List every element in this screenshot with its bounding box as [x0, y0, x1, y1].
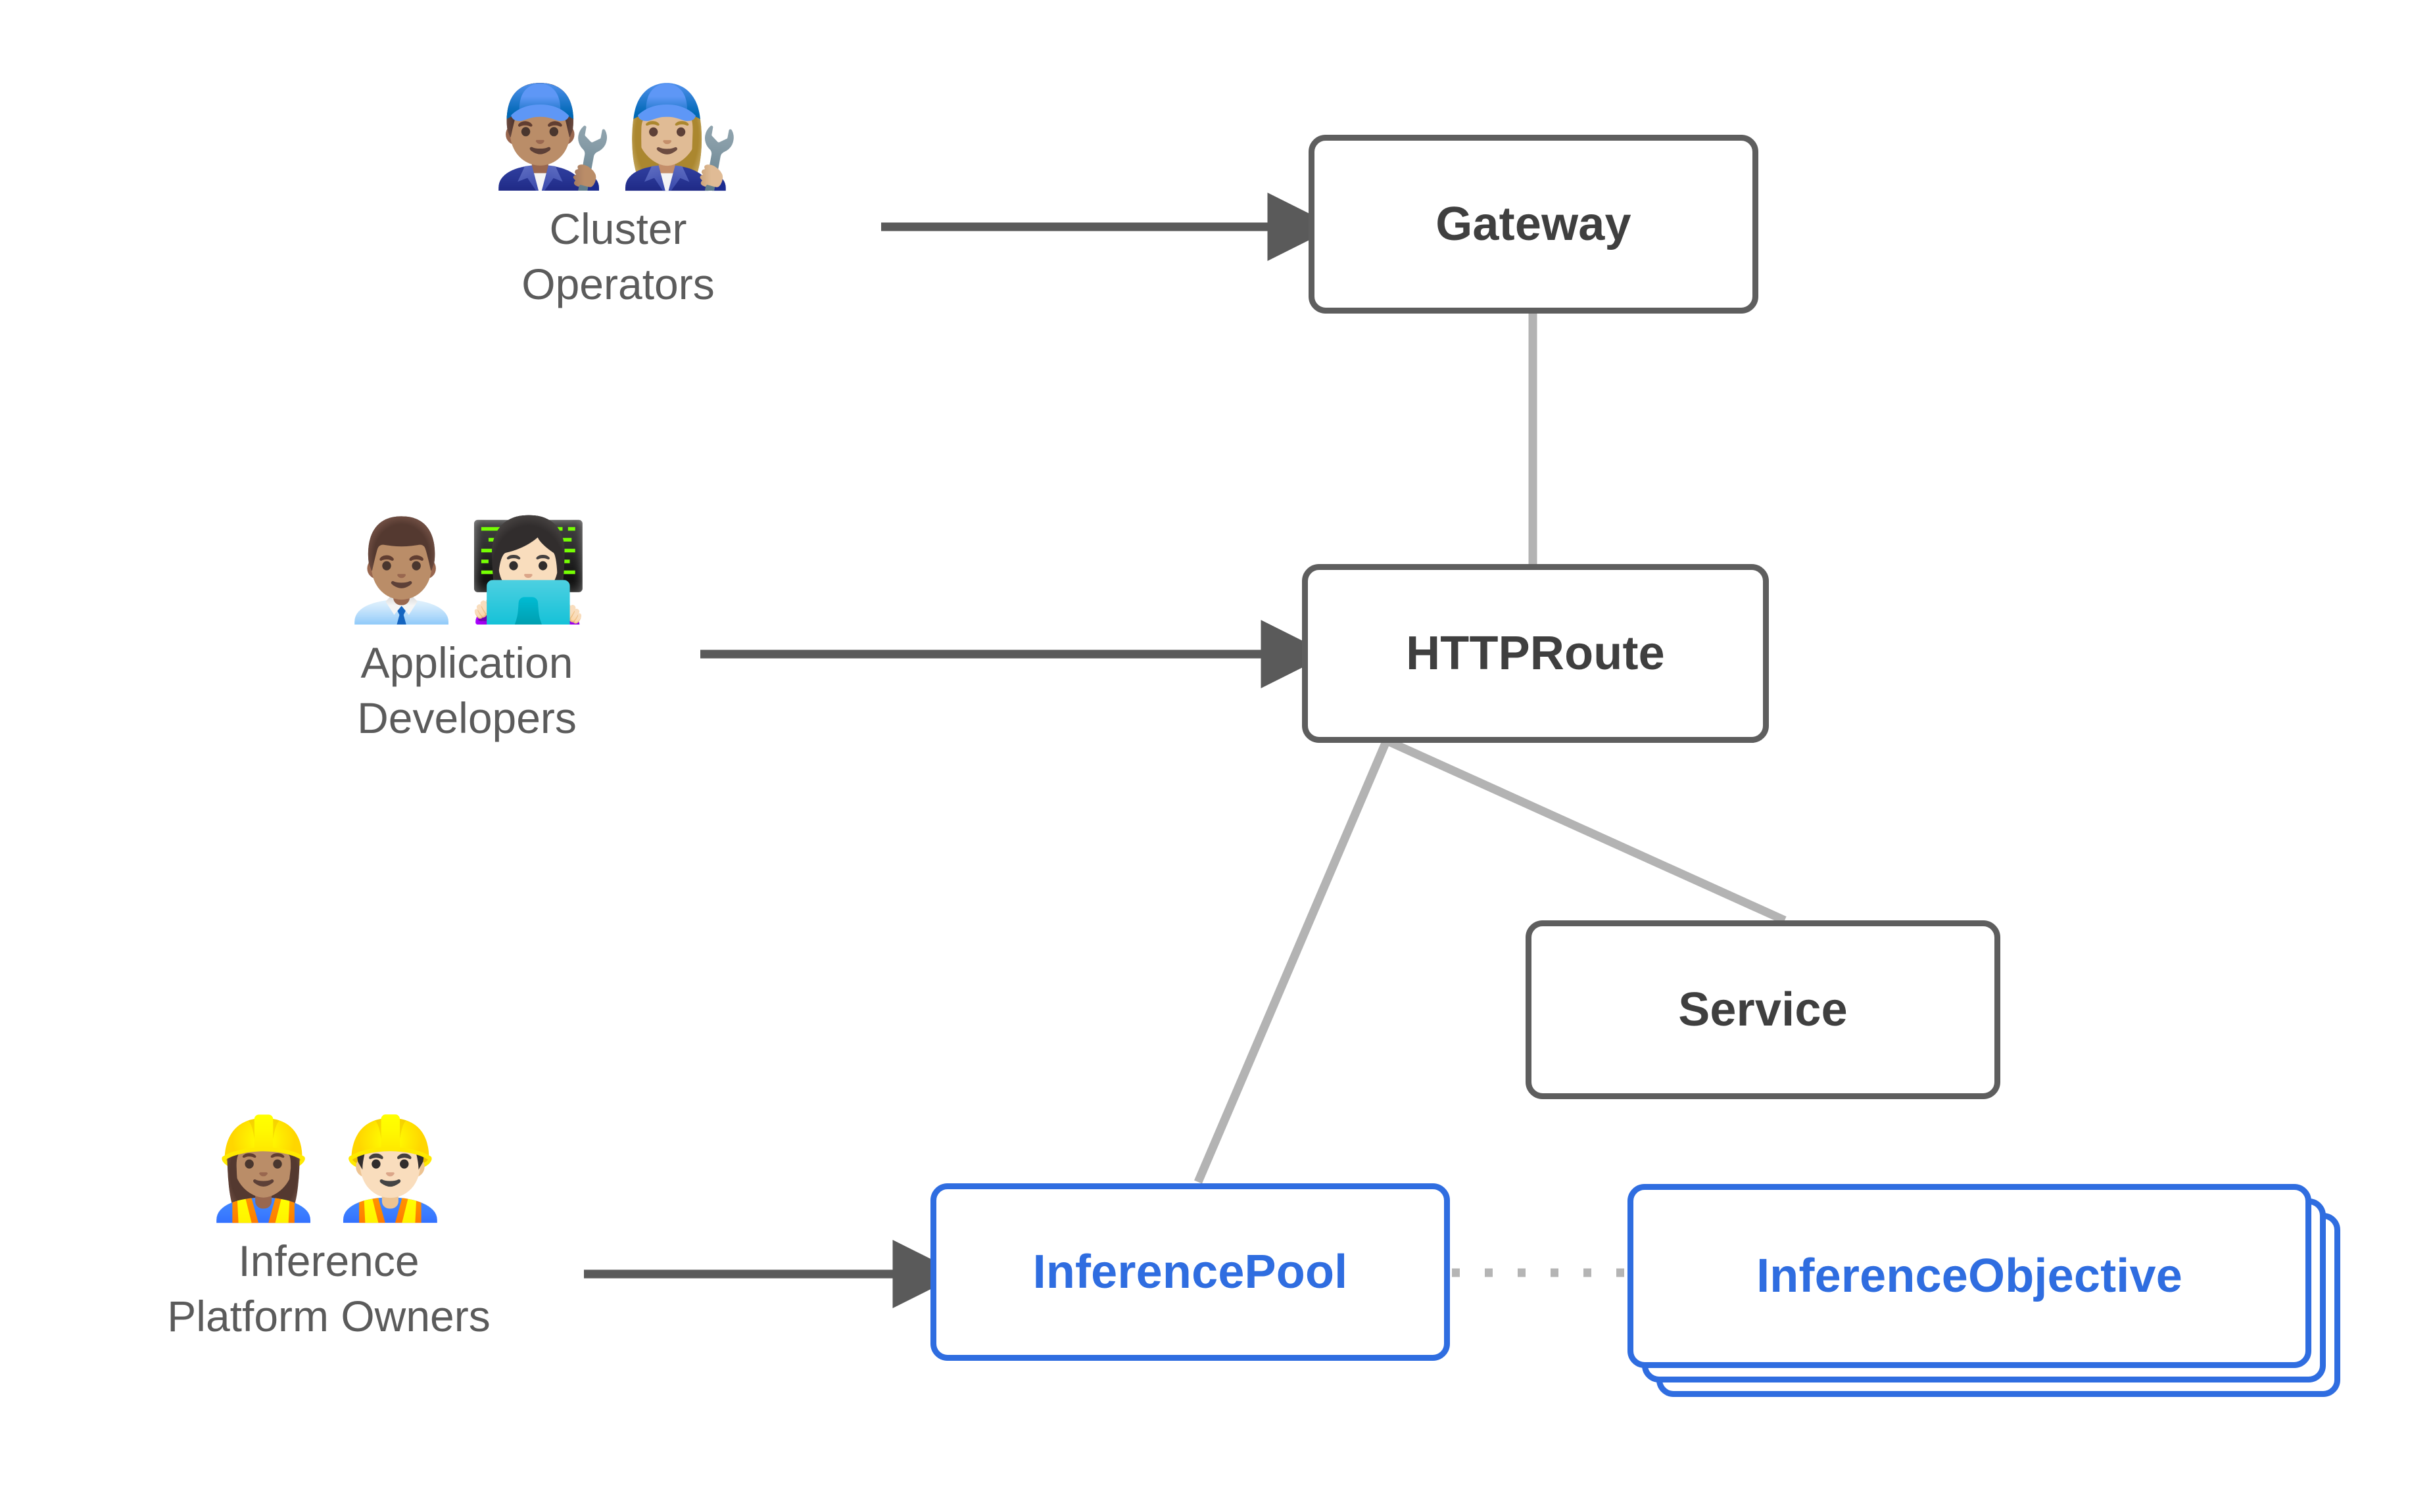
node-label-httproute: HTTPRoute: [1406, 627, 1665, 680]
node-label-inferenceobjective: InferenceObjective: [1756, 1250, 2182, 1302]
persona-label-inference-platform-owners: Inference Platform Owners: [167, 1236, 491, 1340]
node-label-inferencepool: InferencePool: [1032, 1246, 1348, 1298]
cluster-operators-icon: 👨🏽‍🔧👩🏼‍🔧: [491, 80, 745, 194]
persona-inference-platform-owners: 👷🏽‍♀️👷🏻‍♂️ Inference Platform Owners: [85, 1112, 572, 1344]
edge-httproute-to-inferencepool: [1194, 740, 1390, 1184]
application-developers-icon: 👨🏽‍💼👩🏻‍💻: [340, 513, 594, 628]
node-service[interactable]: Service: [1526, 920, 2000, 1099]
node-httproute[interactable]: HTTPRoute: [1302, 564, 1769, 743]
persona-label-application-developers: Application Developers: [357, 638, 577, 742]
node-inferenceobjective[interactable]: InferenceObjective: [1627, 1184, 2311, 1368]
persona-application-developers: 👨🏽‍💼👩🏻‍💻 Application Developers: [237, 519, 697, 745]
node-label-service: Service: [1678, 983, 1848, 1036]
node-label-gateway: Gateway: [1435, 198, 1631, 250]
node-gateway[interactable]: Gateway: [1309, 135, 1758, 314]
edge-httproute-to-service: [1387, 738, 1787, 924]
persona-label-cluster-operators: Cluster Operators: [521, 204, 715, 308]
persona-cluster-operators: 👨🏽‍🔧👩🏼‍🔧 Cluster Operators: [395, 85, 842, 312]
inference-platform-owners-icon: 👷🏽‍♀️👷🏻‍♂️: [202, 1112, 456, 1226]
node-inferencepool[interactable]: InferencePool: [930, 1183, 1450, 1361]
